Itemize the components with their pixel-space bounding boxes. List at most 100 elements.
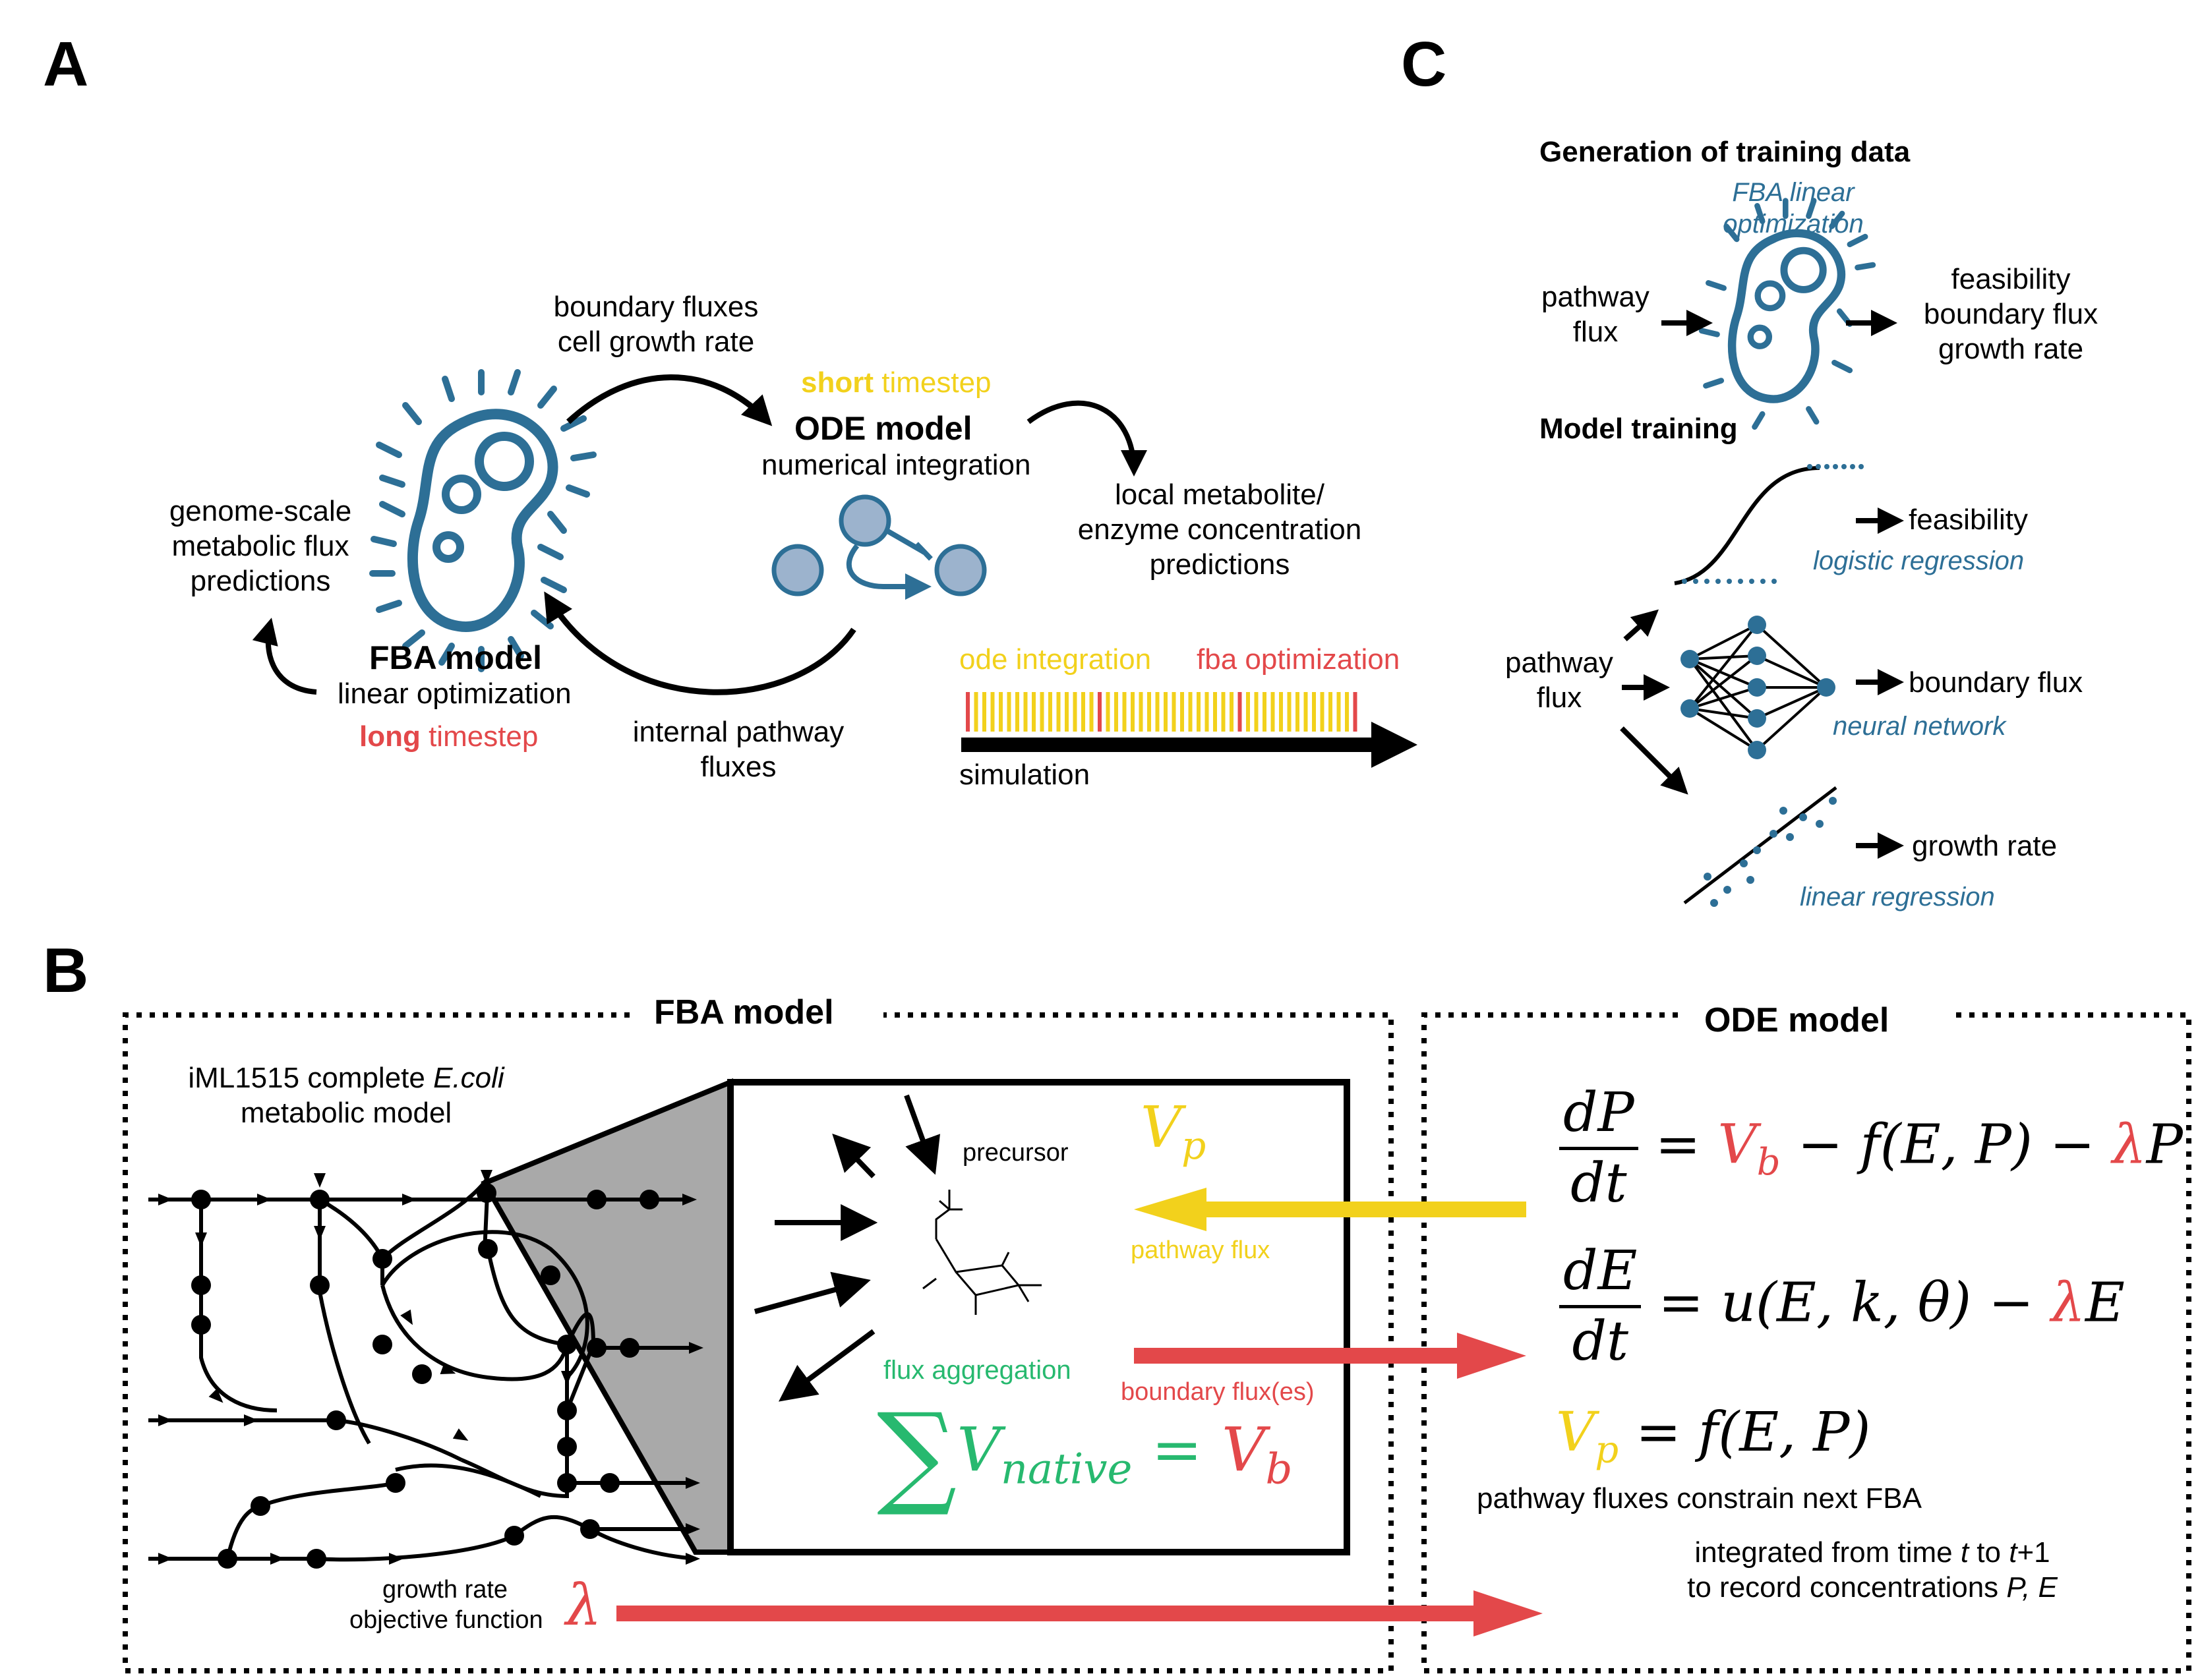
vp-sub: p	[1181, 1123, 1206, 1169]
c-output-feasibility: feasibility	[1951, 263, 2071, 295]
pathway-flux-arrow-shaft	[1193, 1202, 1526, 1217]
network-node	[620, 1338, 639, 1358]
fba-output-arrow	[252, 618, 317, 695]
network-node	[557, 1473, 577, 1493]
sigmoid-dot-low	[1749, 579, 1754, 584]
nn-edge	[1689, 658, 1758, 689]
network-arrowhead	[689, 1342, 703, 1354]
ode-output-line-1: local metabolite/	[1115, 478, 1324, 511]
fba-model-subtitle: linear optimization	[338, 678, 572, 710]
growth-objective-label: growth rate objective function	[349, 1575, 543, 1635]
sum-sub: native	[1000, 1445, 1133, 1494]
network-node	[412, 1364, 432, 1384]
boundary-flux-arrowhead	[1457, 1333, 1526, 1379]
network-title-line-1: iML1515 complete E.coli	[148, 1061, 544, 1096]
network-node	[557, 1437, 577, 1457]
eq2-rhs: = u(E, k, θ) −	[1641, 1271, 2052, 1335]
regression-dot	[1704, 873, 1711, 881]
eq1-vb-sub: b	[1756, 1140, 1781, 1184]
ode-output-arrow	[1026, 400, 1147, 477]
network-arrowhead	[481, 1170, 492, 1184]
integrated-note: integrated from time t to t+1 to record …	[1595, 1536, 2149, 1606]
network-nodes	[191, 1183, 659, 1569]
bottom-arrow-label-line-2: fluxes	[700, 750, 777, 783]
sigmoid-dot-high	[1833, 464, 1838, 469]
fba-output-line-2: metabolic flux	[171, 529, 349, 562]
logistic-regression-label: logistic regression	[1813, 546, 2025, 575]
sigmoid-dot-high	[1858, 464, 1864, 469]
pathway-flux-arrowhead	[1134, 1188, 1206, 1231]
ode-model-subtitle: numerical integration	[761, 449, 1031, 481]
network-arrowhead	[158, 1414, 173, 1426]
growth-rate-output: growth rate	[1912, 830, 2058, 862]
nn-node	[1817, 678, 1835, 697]
regression-dot	[1779, 807, 1787, 815]
timeline-ticks	[966, 692, 1357, 732]
int-2b: P, E	[2006, 1571, 2058, 1604]
int-1c: to	[1969, 1536, 2009, 1569]
nn-node	[1748, 616, 1766, 634]
generation-title: Generation of training data	[1539, 136, 1911, 168]
top-arrow-label-line-2: cell growth rate	[557, 325, 755, 358]
sigmoid-points	[1682, 464, 1864, 584]
integrated-note-line-1: integrated from time t to t+1	[1595, 1536, 2149, 1571]
dt-2: dt	[1572, 1310, 1628, 1374]
nn-edge	[1689, 623, 1758, 660]
regression-dot	[1710, 899, 1718, 907]
c-input-bottom-label: pathway flux	[1487, 646, 1632, 716]
network-node	[372, 1335, 392, 1354]
network-title-text: iML1515 complete	[188, 1062, 434, 1094]
network-arrowhead	[314, 1226, 326, 1240]
nn-edge	[1756, 686, 1828, 751]
ode-output-line-3: predictions	[1149, 548, 1290, 581]
int-1e: +1	[2017, 1536, 2050, 1569]
nn-edge	[1689, 686, 1758, 710]
eq3-v: V	[1556, 1401, 1595, 1464]
neural-network-icon	[1680, 616, 1835, 759]
nn-edge	[1688, 658, 1758, 720]
boundary-fluxes-label: boundary flux(es)	[1121, 1378, 1315, 1406]
network-title-line-2: metabolic model	[240, 1096, 452, 1129]
eq1-vb: V	[1717, 1113, 1757, 1176]
nn-node	[1748, 647, 1766, 665]
sum-sigma: ∑	[877, 1389, 957, 1520]
nn-edge	[1689, 654, 1758, 660]
sigmoid-dot-high	[1807, 464, 1812, 469]
network-node	[251, 1496, 270, 1516]
eq3-rest: = f(E, P)	[1619, 1401, 1871, 1464]
network-node	[310, 1190, 330, 1209]
timeline-arrowhead	[1371, 722, 1417, 768]
network-arrowhead	[686, 1477, 700, 1489]
sigmoid-dot-high	[1841, 464, 1847, 469]
network-node	[386, 1473, 405, 1493]
lambda-symbol: λ	[566, 1573, 602, 1638]
network-node	[191, 1315, 211, 1335]
model-training-title: Model training	[1539, 413, 1738, 445]
network-arrowhead	[402, 1194, 417, 1205]
c-output-growth: growth rate	[1938, 332, 2084, 365]
fba-linear-label: FBA linear optimization	[1681, 177, 1905, 240]
c-input-bottom-line-2: flux	[1536, 681, 1582, 714]
fba-output-label: genome-scale metabolic flux predictions	[145, 494, 376, 598]
growth-rate-arrow-shaft	[616, 1606, 1493, 1621]
long-word: long	[359, 720, 421, 753]
ode-network-edges	[846, 528, 933, 600]
panel-label-a: A	[43, 29, 89, 100]
top-arrow-label: boundary fluxes cell growth rate	[527, 290, 785, 360]
bottom-arrow-label: internal pathway fluxes	[600, 715, 877, 785]
sigmoid-dot-low	[1704, 579, 1709, 584]
network-node	[557, 1335, 577, 1354]
network-node	[587, 1190, 607, 1209]
pathway-flux-label: pathway flux	[1131, 1236, 1270, 1264]
network-node	[504, 1526, 524, 1546]
flux-sum-equation: ∑Vnative = Vb	[877, 1387, 1292, 1522]
network-arrowhead	[158, 1194, 173, 1205]
network-arrowhead	[208, 1388, 223, 1403]
sigmoid-dot-high	[1824, 464, 1829, 469]
eq2-tail: E	[2085, 1271, 2125, 1335]
dt-1: dt	[1570, 1152, 1627, 1215]
eq2-lambda: λ	[2051, 1271, 2085, 1335]
sigmoid-dot-low	[1760, 579, 1766, 584]
